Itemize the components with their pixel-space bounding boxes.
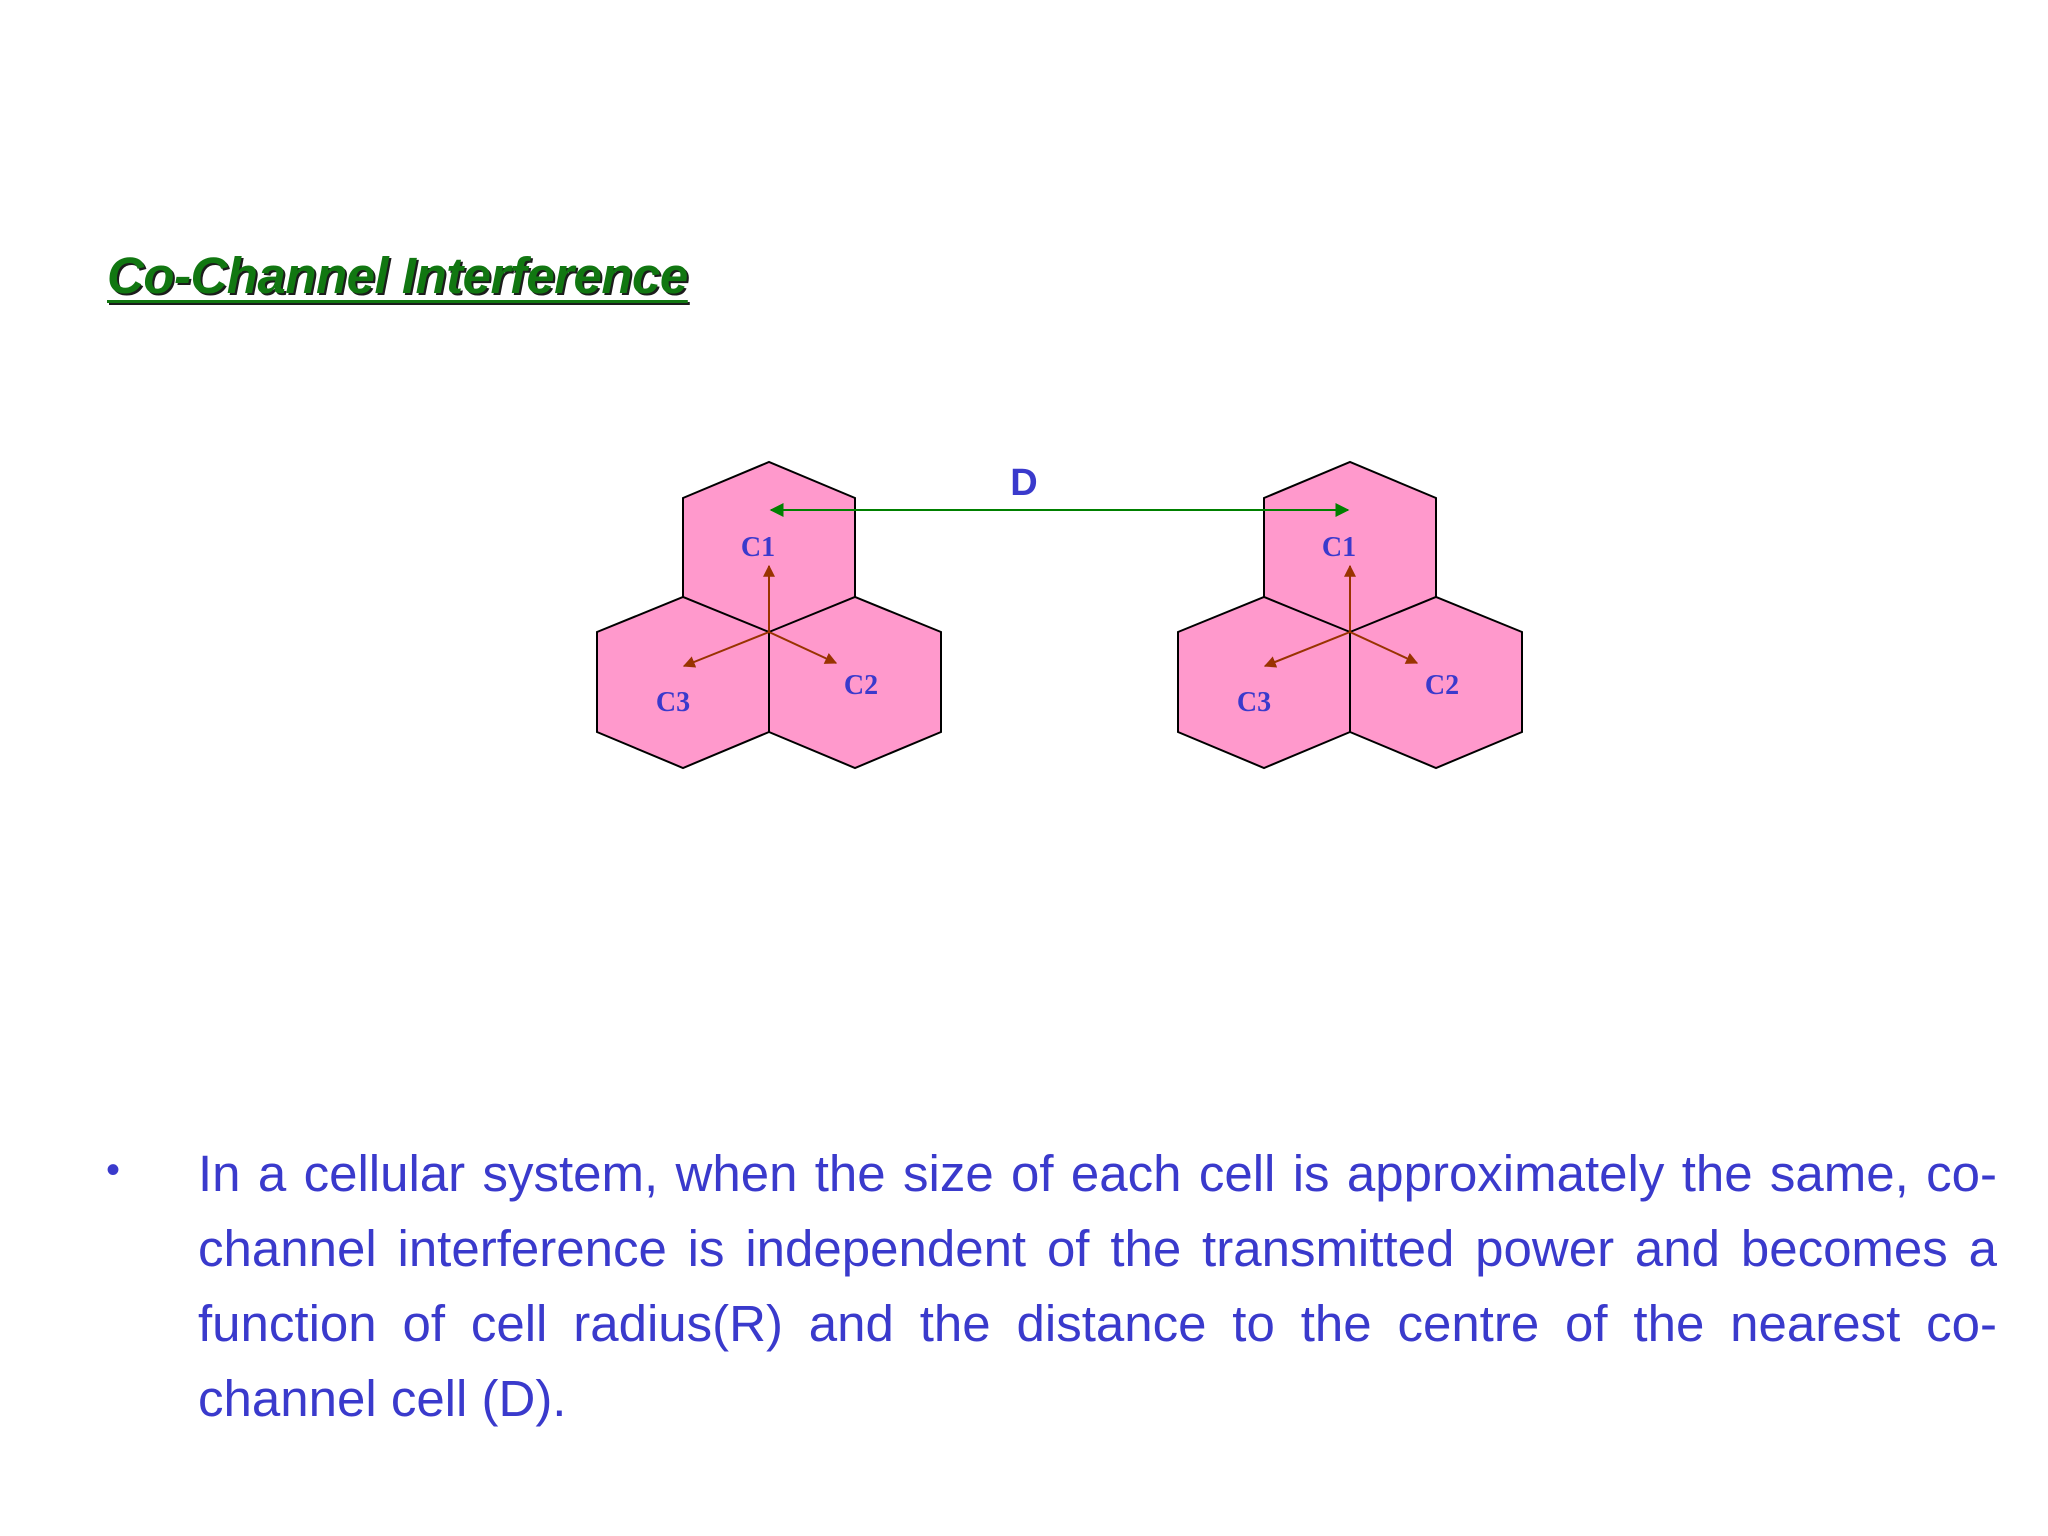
cell-label-c3: C3: [656, 687, 690, 718]
distance-label: D: [1010, 462, 1037, 504]
bullet-text: In a cellular system, when the size of e…: [198, 1145, 1997, 1427]
slide-title: Co-Channel Interference: [107, 247, 688, 304]
cluster-right: C1 C2 C3: [1177, 460, 1523, 770]
bullet-marker: •: [106, 1148, 121, 1192]
sector-arrow-c2: [1349, 631, 1419, 664]
hex-cell-c2: [1349, 595, 1523, 770]
cell-label-c2: C2: [844, 670, 878, 701]
sector-arrow-c3: [682, 631, 770, 668]
cell-label-c3: C3: [1237, 687, 1271, 718]
hex-cell-c2: [768, 595, 942, 770]
hex-cell-c3: [1177, 595, 1351, 770]
cell-label-c2: C2: [1425, 670, 1459, 701]
cell-label-c1: C1: [741, 532, 775, 563]
cluster-left: C1 C2 C3: [596, 460, 942, 770]
cell-label-c1: C1: [1322, 532, 1356, 563]
sector-arrow-c3: [1263, 631, 1351, 668]
sector-arrow-c2: [768, 631, 838, 664]
hex-cell-c3: [596, 595, 770, 770]
